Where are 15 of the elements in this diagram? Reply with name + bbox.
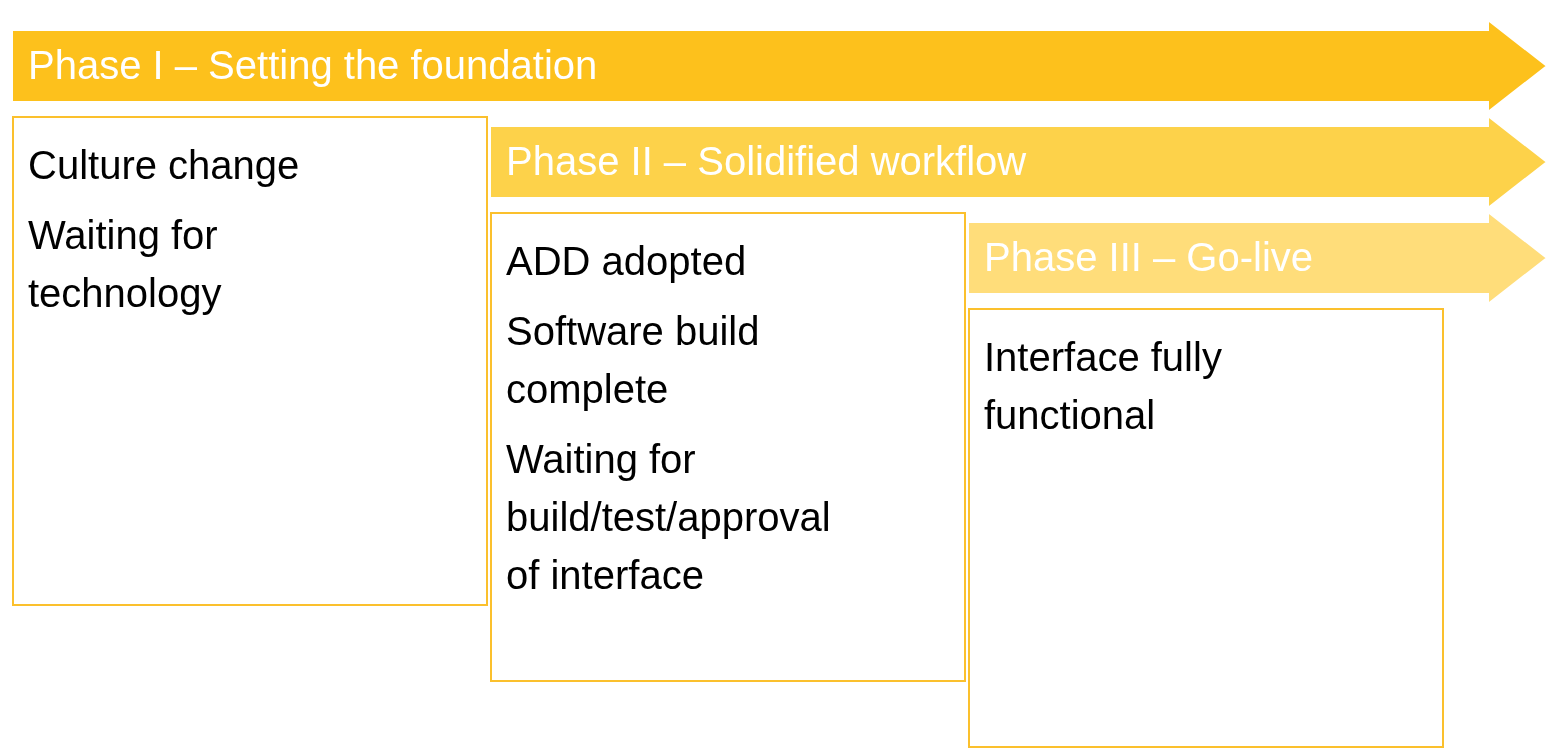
phase-box bbox=[12, 116, 488, 606]
phase-box bbox=[490, 212, 966, 682]
milestone-text: Culture change bbox=[28, 142, 300, 189]
phase-banner bbox=[968, 212, 1548, 304]
milestone-text: ADD adopted bbox=[506, 238, 747, 285]
milestone-text: Waiting for build/test/approval of interface bbox=[506, 436, 832, 599]
phase-banner bbox=[490, 116, 1548, 208]
milestone-text: Software build complete bbox=[506, 308, 761, 413]
phase-title: Phase I – Setting the foundation bbox=[28, 43, 598, 88]
phase-title: Phase II – Solidified workflow bbox=[506, 139, 1027, 184]
milestone-text: Waiting for technology bbox=[28, 212, 223, 317]
phase-banner bbox=[12, 20, 1548, 112]
milestone-text: Interface fully functional bbox=[984, 334, 1223, 439]
phase-box bbox=[968, 308, 1444, 748]
phase-title: Phase III – Go-live bbox=[984, 235, 1314, 280]
